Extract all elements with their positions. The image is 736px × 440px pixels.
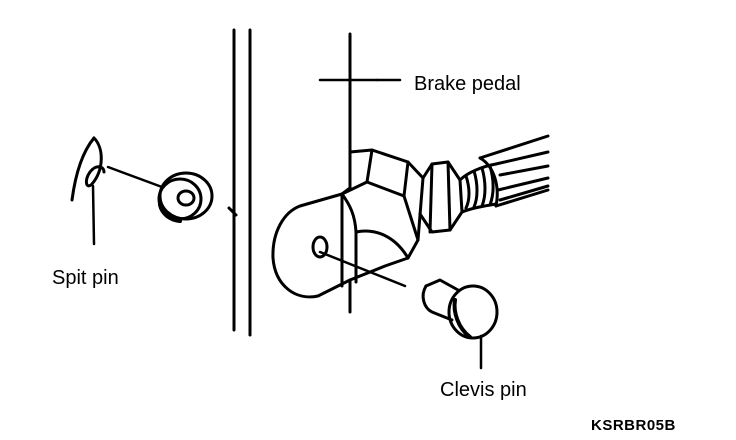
spit-pin-leader (106, 165, 164, 189)
brake-pedal-label: Brake pedal (414, 73, 521, 95)
washer (157, 171, 214, 223)
clevis-pin-label: Clevis pin (440, 379, 527, 401)
spit-pin-label: Spit pin (52, 267, 119, 289)
push-rod (478, 134, 550, 208)
figure-code: KSRBR05B (591, 417, 676, 434)
clevis-pin-leader (318, 250, 407, 288)
brake-pedal-arm (318, 32, 379, 314)
clevis-pin (421, 278, 499, 340)
clevis-yoke (271, 148, 425, 299)
bracket-plate (227, 28, 252, 337)
hex-nut (418, 160, 464, 234)
spit-pin (70, 136, 106, 246)
threaded-rod (458, 162, 498, 214)
